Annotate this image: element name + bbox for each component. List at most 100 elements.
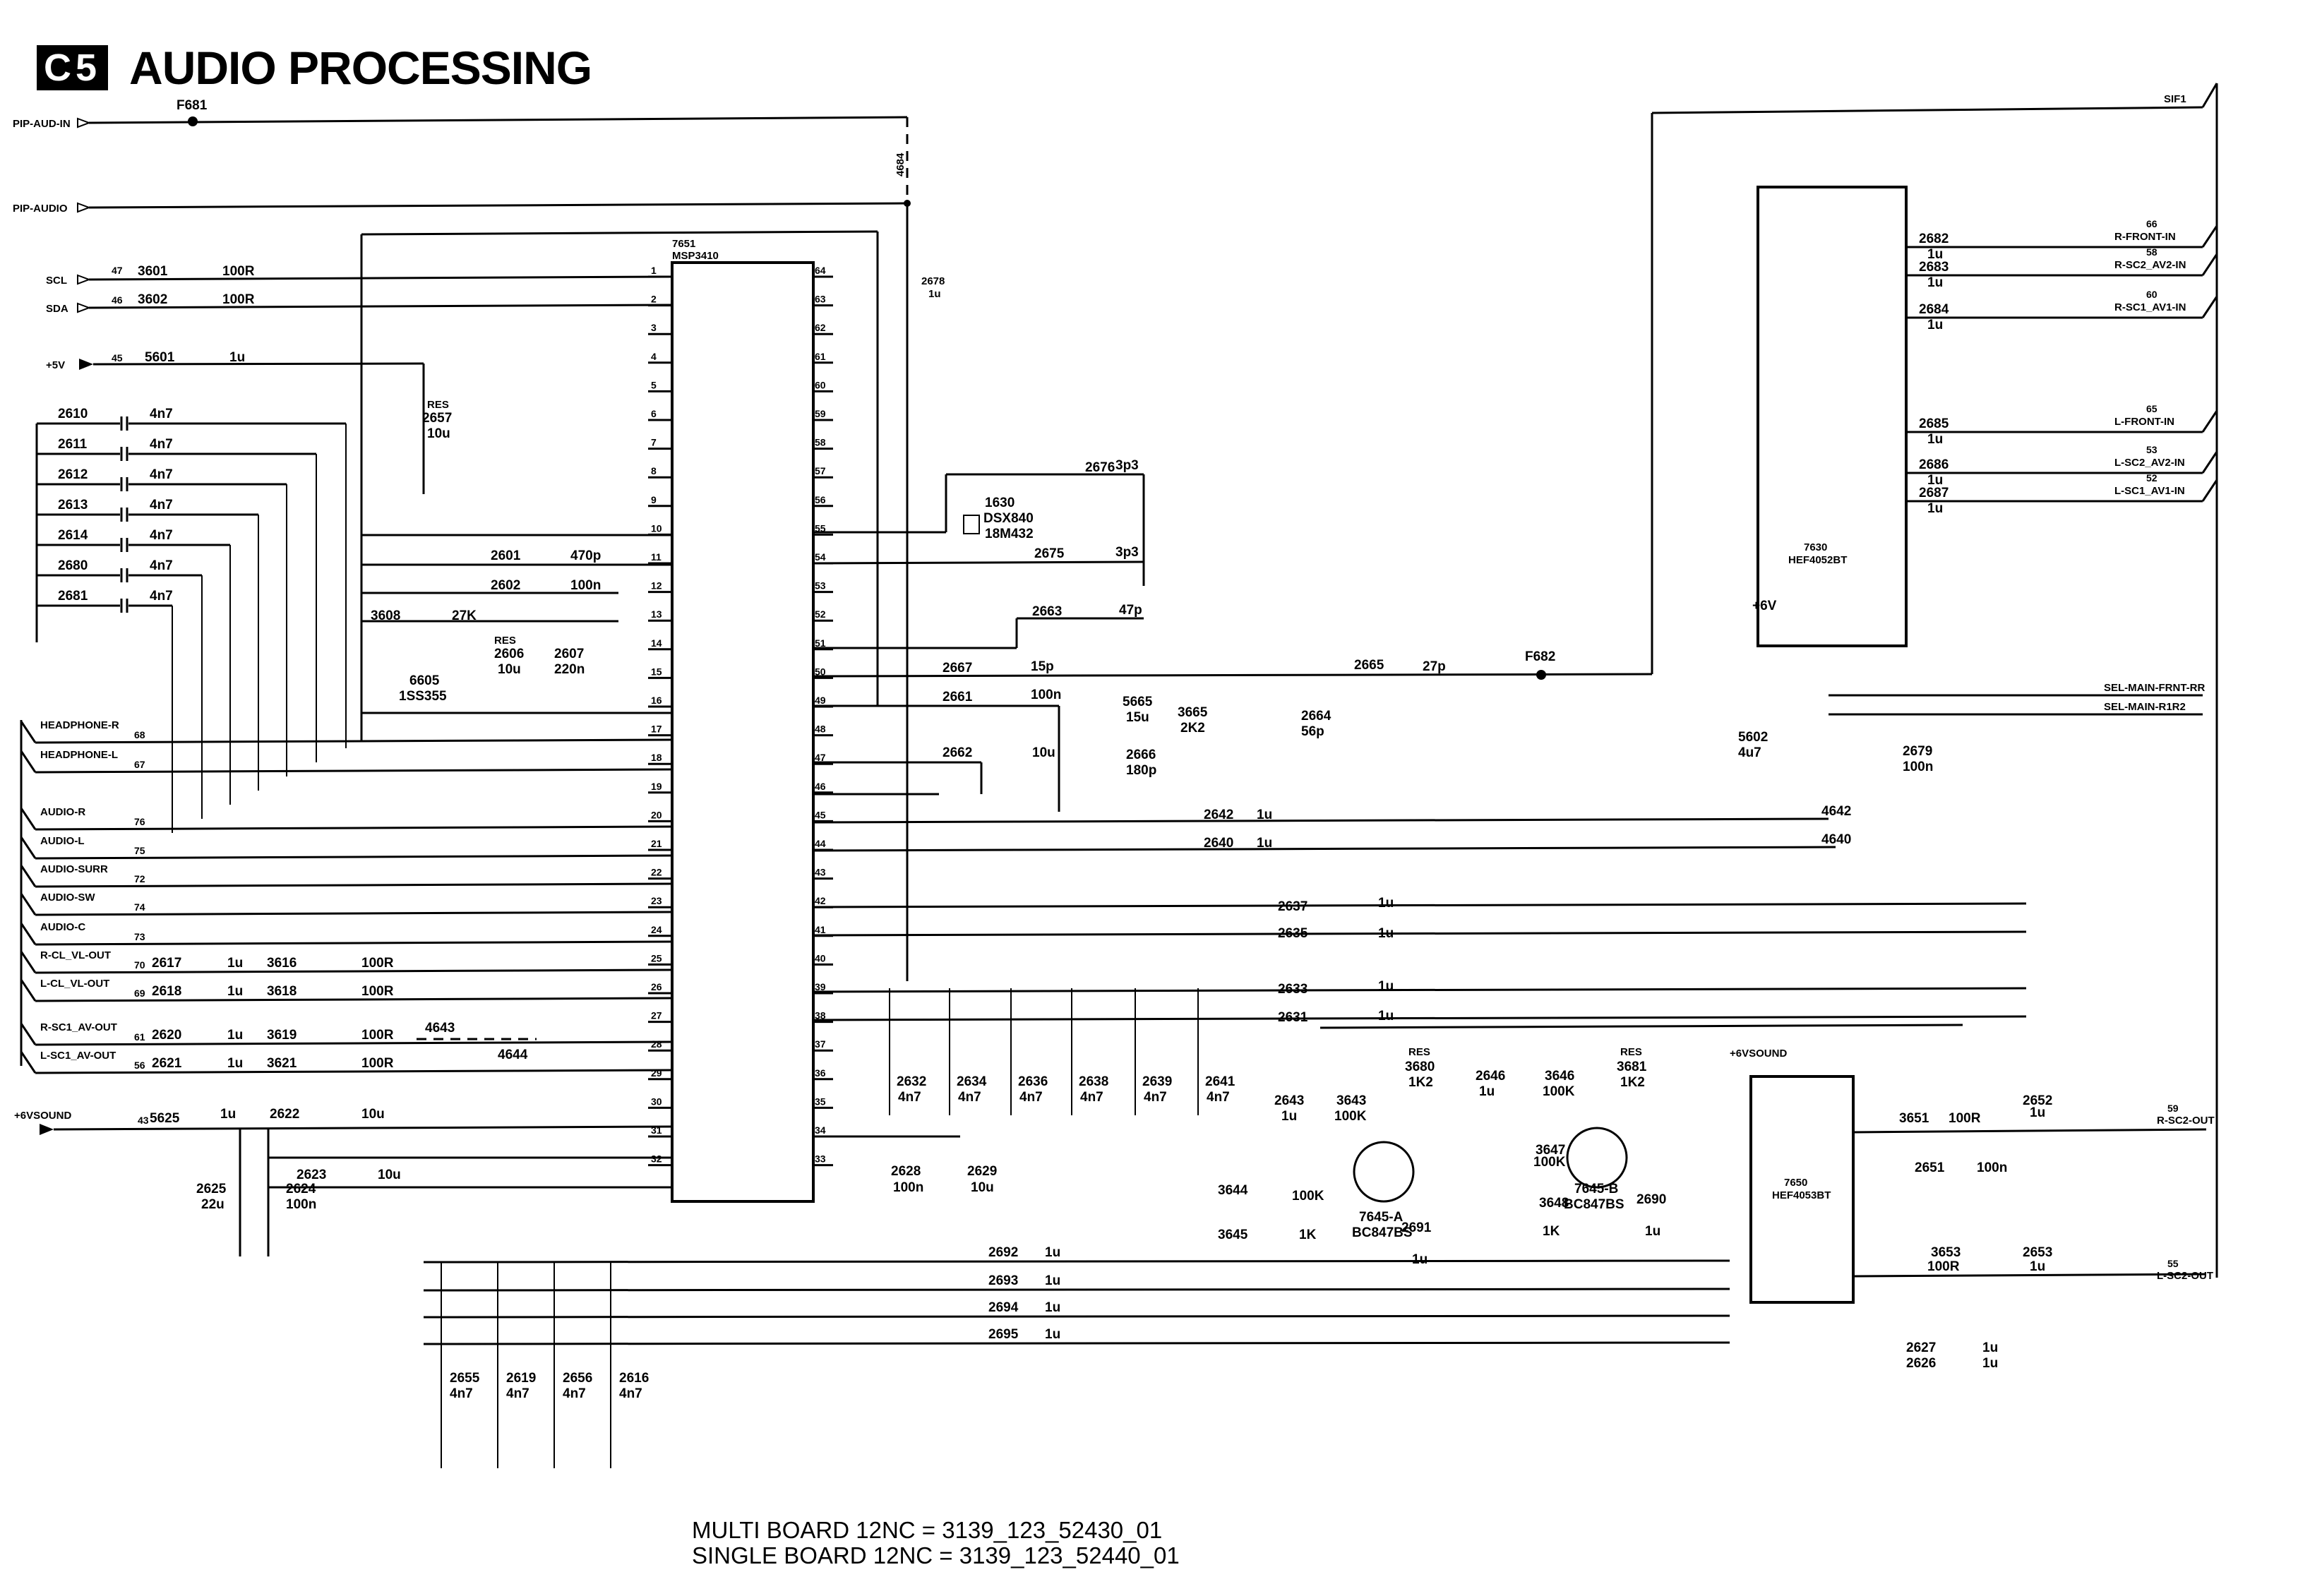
connector-pin: 75 [134,845,145,856]
decoupling-ref-2636: 2636 [1018,1074,1048,1089]
connector-l-sc1_av1-in[interactable]: L-SC1_AV1-IN [2114,485,2185,497]
r3646-ref: 3646 [1545,1069,1574,1084]
connector-pin: 61 [134,1031,145,1043]
rail-plus6vsound: +6VSOUND [1730,1048,1787,1060]
chain-cap-ref-2617: 2617 [152,956,181,971]
chain-cap-ref-2620: 2620 [152,1028,181,1043]
chain-res-ref-3616: 3616 [267,956,297,971]
c2640-ref: 2640 [1204,836,1233,851]
bottom-cap-ref-2616: 2616 [619,1371,649,1386]
connector-r-sc1_av-out[interactable]: R-SC1_AV-OUT [40,1021,117,1033]
c2646-ref: 2646 [1476,1069,1505,1084]
cap-bank-ref-2612: 2612 [58,467,88,482]
bottom-cap-value-2619: 4n7 [506,1386,529,1401]
msp-pin-right-58: 58 [815,437,826,448]
c2666-value: 180p [1126,763,1156,778]
c2651-value: 100n [1977,1160,2007,1175]
q7645a-part: BC847BS [1352,1225,1413,1240]
connector-headphone-r[interactable]: HEADPHONE-R [40,719,119,731]
jumper-4643: 4643 [425,1021,455,1036]
r3665-value: 2K2 [1180,721,1205,736]
decoupling-value-2639: 4n7 [1144,1090,1167,1105]
input-cap-value: 1u [1927,501,1943,516]
c2662-value: 10u [1032,745,1055,760]
msp-pin-left-17: 17 [651,724,662,735]
msp-pin-right-47: 47 [815,752,826,763]
plus6vsound-net: +6VSOUND 43 5625 1u 2622 10u 2623 10u 26… [14,1107,673,1256]
connector-flag [20,808,37,830]
connector-plus5v[interactable]: +5V [46,359,65,371]
input-cap-value: 1u [1927,318,1943,332]
connector-r-sc1_av1-in[interactable]: R-SC1_AV1-IN [2114,301,2186,313]
msp-pin-left-15: 15 [651,666,662,677]
connector-r-sc2_av2-in[interactable]: R-SC2_AV2-IN [2114,259,2186,271]
connector-pin: 76 [134,816,145,827]
connector-sel-main-r1r2[interactable]: SEL-MAIN-R1R2 [2104,701,2186,713]
ic-hef4053-part: HEF4053BT [1772,1189,1831,1201]
l5601-ref: 5601 [145,350,175,365]
msp-pin-right-51: 51 [815,637,826,649]
msp-pin-left-4: 4 [651,351,657,362]
connector-pip-aud-in[interactable]: PIP-AUD-IN [13,118,71,130]
bottom-cap-value-2616: 4n7 [619,1386,642,1401]
connector-sda[interactable]: SDA [46,303,68,315]
connector-audio-c[interactable]: AUDIO-C [40,921,85,933]
connector-l-front-in[interactable]: L-FRONT-IN [2114,416,2174,428]
connector-audio-r[interactable]: AUDIO-R [40,806,85,818]
page-title: C5 AUDIO PROCESSING [37,41,592,95]
q7645a-ref: 7645-A [1359,1210,1404,1225]
c2602-ref: 2602 [491,578,520,593]
r3648-ref: 3648 [1539,1196,1569,1211]
c2631-ref: 2631 [1278,1010,1308,1025]
msp-pin-left-24: 24 [651,924,662,935]
c2607-ref: 2607 [554,647,584,661]
msp-pin-left-30: 30 [651,1096,662,1107]
connector-plus6vsound[interactable]: +6VSOUND [14,1110,71,1122]
connector-flag [2201,451,2218,474]
bottom-cap-ref-2619: 2619 [506,1371,536,1386]
ic-hef4052-ref: 7630 [1804,541,1827,553]
connector-sel-main-frnt-rr[interactable]: SEL-MAIN-FRNT-RR [2104,682,2205,694]
connector-audio-sw[interactable]: AUDIO-SW [40,892,95,904]
connector-r-front-in[interactable]: R-FRONT-IN [2114,231,2176,243]
r3680-note: RES [1408,1046,1430,1058]
plus5v-pin: 45 [112,352,123,364]
connector-headphone-l[interactable]: HEADPHONE-L [40,749,118,761]
pin-42-38-nets: 2637 1u 2635 1u 2633 1u 2631 1u [813,896,2027,1025]
connector-pin: 74 [134,901,145,913]
c2661-ref: 2661 [942,690,973,704]
jumper-4642: 4642 [1821,804,1851,819]
input-cap-value: 1u [1927,247,1943,262]
connector-r-sc2-out[interactable]: R-SC2-OUT [2157,1115,2215,1127]
l5665-value: 15u [1126,710,1149,725]
c2606-value: 10u [498,662,521,677]
cap-bank-ref-2614: 2614 [58,528,88,543]
l-sc2-out-pin: 55 [2167,1258,2179,1269]
c2637-ref: 2637 [1278,899,1307,914]
connector-audio-surr[interactable]: AUDIO-SURR [40,863,108,875]
connector-r-cl_vl-out[interactable]: R-CL_VL-OUT [40,949,111,961]
connector-l-sc2_av2-in[interactable]: L-SC2_AV2-IN [2114,457,2185,469]
input-cap-ref: 2682 [1919,232,1949,246]
connector-pin: 53 [2146,444,2158,455]
decoupling-value-2634: 4n7 [958,1090,981,1105]
c2628-ref: 2628 [891,1164,921,1179]
chain-cap-value-2617: 1u [227,956,243,971]
c2653-value: 1u [2030,1259,2045,1274]
msp-pin-left-10: 10 [651,522,662,534]
connector-sif1[interactable]: SIF1 [2164,93,2186,105]
chain-res-ref-3618: 3618 [267,984,297,999]
connector-l-sc2-out[interactable]: L-SC2-OUT [2157,1270,2213,1282]
connector-audio-l[interactable]: AUDIO-L [40,835,85,847]
connector-pip-audio[interactable]: PIP-AUDIO [13,203,68,215]
msp-pin-left-3: 3 [651,322,657,333]
q7645b-part: BC847BS [1564,1197,1624,1212]
connector-scl[interactable]: SCL [46,275,67,287]
jumper-4684: 4684 [894,152,906,176]
bottom-cap-value: 1u [1045,1327,1060,1342]
connector-l-cl_vl-out[interactable]: L-CL_VL-OUT [40,978,109,990]
connector-l-sc1_av-out[interactable]: L-SC1_AV-OUT [40,1050,116,1062]
msp-pin-right-39: 39 [815,981,826,992]
